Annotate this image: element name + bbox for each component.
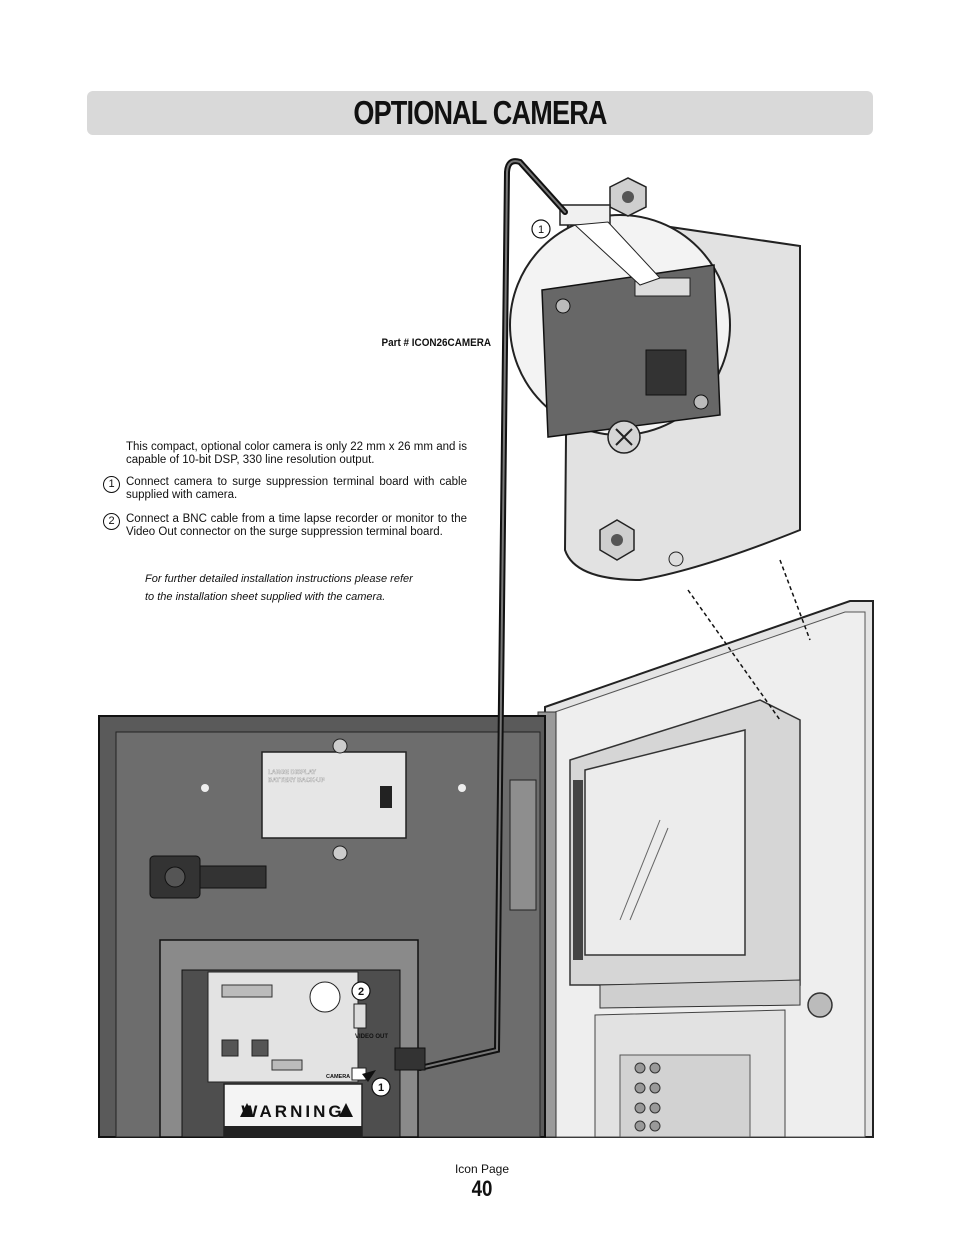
step-number: 2 (103, 513, 120, 530)
cabinet-enclosure: LARGE DISPLAY BATTERY BACK-UP VIDEO OUT … (98, 715, 546, 1138)
step-text: Connect camera to surge suppression term… (126, 476, 467, 501)
title-bar: OPTIONAL CAMERA (87, 91, 873, 135)
step-2: 2 Connect a BNC cable from a time lapse … (103, 513, 467, 538)
page-number: 40 (471, 1176, 493, 1201)
installation-note: For further detailed installation instru… (145, 570, 445, 606)
mounting-guide-line (779, 559, 811, 641)
callout-1-board: 1 (378, 1082, 384, 1094)
camera-label: CAMERA (326, 1074, 350, 1080)
mounting-guide-line (687, 589, 781, 721)
warning-label: WARNING (241, 1102, 344, 1121)
camera-housing (509, 177, 801, 582)
callout-2: 2 (358, 986, 364, 998)
cable-connector (394, 1047, 426, 1071)
step-1: 1 Connect camera to surge suppression te… (103, 476, 467, 501)
part-number: Part # ICON26CAMERA (381, 337, 491, 349)
video-out-label: VIDEO OUT (355, 1034, 388, 1040)
callout-1-board-circle (371, 1077, 391, 1097)
page-title: OPTIONAL CAMERA (353, 94, 607, 131)
battery-label-line2: BATTERY BACK-UP (268, 778, 325, 784)
callout-arrow (362, 1070, 376, 1082)
callout-1-camera: 1 (538, 224, 544, 236)
note-line: to the installation sheet supplied with … (145, 591, 386, 603)
camera-cable-highlight (419, 160, 566, 1069)
intro-paragraph: This compact, optional color camera is o… (126, 441, 467, 466)
note-line: For further detailed installation instru… (145, 573, 413, 585)
step-text: Connect a BNC cable from a time lapse re… (126, 513, 467, 538)
step-number: 1 (103, 476, 120, 493)
callout-2-circle (351, 981, 371, 1001)
callout-1-camera-circle (531, 219, 551, 239)
cabinet-door (537, 600, 874, 1138)
footer-label: Icon Page (454, 1162, 510, 1176)
battery-label-line1: LARGE DISPLAY (268, 770, 316, 776)
